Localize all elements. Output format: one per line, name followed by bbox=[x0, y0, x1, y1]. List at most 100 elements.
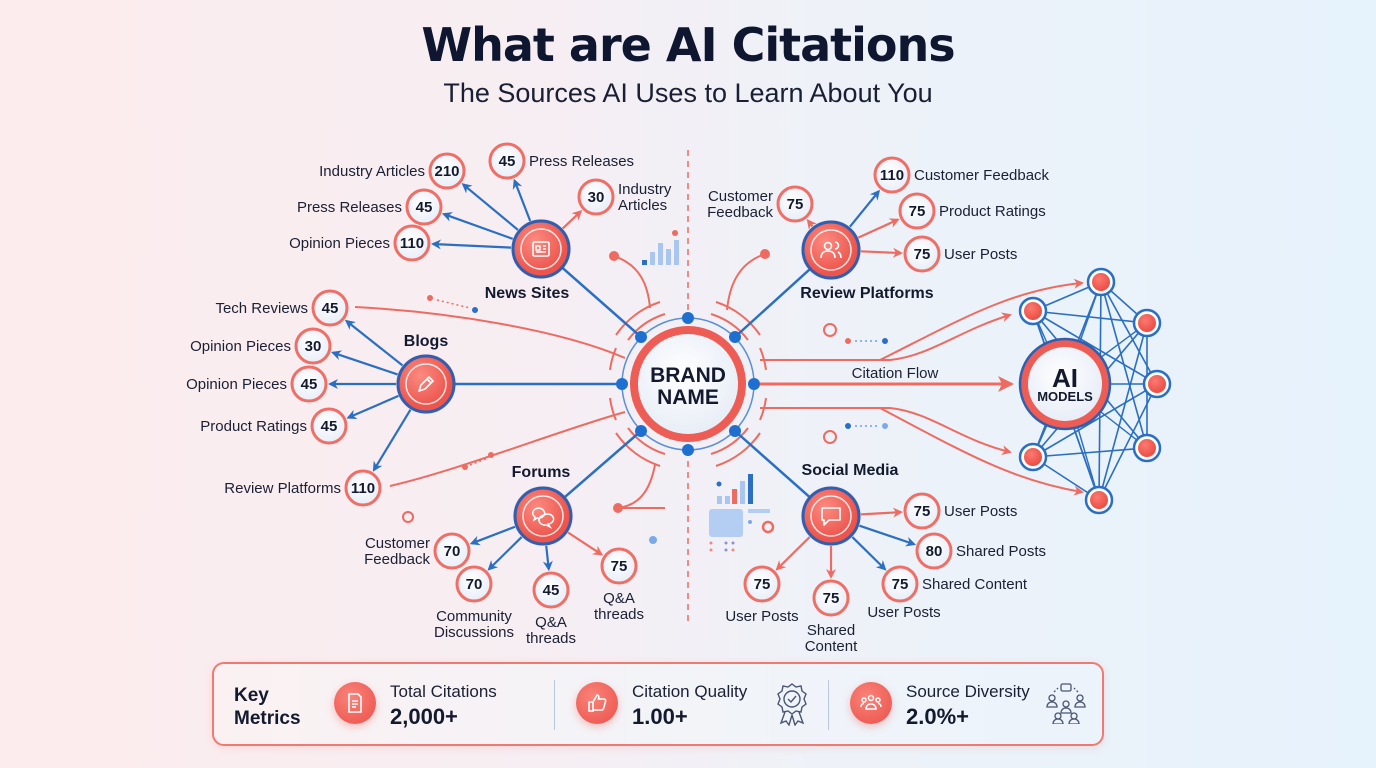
key-metrics-heading: Key Metrics bbox=[234, 684, 324, 730]
source-value: 45 bbox=[301, 376, 318, 393]
source-value: 75 bbox=[754, 576, 771, 593]
network-edge bbox=[1032, 310, 1158, 385]
source-arrow bbox=[860, 247, 904, 258]
hub-blogs[interactable]: Blogs bbox=[396, 333, 456, 414]
source-label: User Posts bbox=[725, 608, 798, 625]
source-label: Shared Content bbox=[922, 576, 1028, 593]
hub-news-sites[interactable]: News Sites bbox=[485, 219, 571, 302]
hub-forums[interactable]: Forums bbox=[512, 464, 573, 546]
brand-node[interactable]: BRAND NAME bbox=[630, 326, 746, 442]
source-value: 110 bbox=[400, 235, 424, 252]
network-node-core bbox=[1138, 439, 1156, 457]
speech-bubble-icon bbox=[821, 507, 841, 526]
brand-ring-nodes bbox=[616, 312, 760, 456]
users-icon bbox=[820, 241, 842, 259]
source-value: 110 bbox=[351, 480, 375, 497]
source-value: 75 bbox=[909, 203, 926, 220]
metric-value: 2.0%+ bbox=[906, 704, 969, 729]
network-node-core bbox=[1148, 375, 1166, 393]
key-metrics-panel: Key Metrics Total Citations 2,000+ Citat… bbox=[212, 662, 1104, 746]
source-label-line2: threads bbox=[526, 630, 576, 647]
source-label: Tech Reviews bbox=[215, 300, 308, 317]
source-label-line2: Content bbox=[805, 638, 858, 655]
source-label: Customer bbox=[365, 535, 430, 552]
source-label-line2: Feedback bbox=[364, 551, 430, 568]
source-value: 45 bbox=[321, 418, 338, 435]
source-label-line2: Articles bbox=[618, 197, 667, 214]
value-circle bbox=[433, 532, 471, 570]
metric-value: 2,000+ bbox=[390, 704, 458, 729]
source-value: 75 bbox=[787, 196, 804, 213]
source-arrow bbox=[775, 536, 811, 571]
value-circle bbox=[311, 289, 349, 327]
metric-divider bbox=[828, 680, 829, 730]
source-arrow bbox=[441, 212, 514, 240]
source-arrow bbox=[562, 210, 583, 230]
pencil-icon bbox=[418, 376, 434, 392]
decor-bar-chart-icon bbox=[642, 240, 679, 265]
source-label: Community bbox=[436, 608, 512, 625]
citation-flow-label: Citation Flow bbox=[852, 365, 939, 382]
source-label: Industry Articles bbox=[319, 163, 425, 180]
decor-dotted-links bbox=[427, 295, 888, 470]
metric-citation-quality: Citation Quality 1.00+ bbox=[576, 664, 826, 744]
ai-models-line2: MODELS bbox=[1037, 389, 1093, 404]
document-icon bbox=[334, 682, 376, 724]
hub-inner-ring bbox=[522, 495, 564, 537]
source-value: 45 bbox=[416, 199, 433, 216]
value-circle bbox=[455, 565, 493, 603]
source-value: 75 bbox=[611, 558, 628, 575]
hub-inner-ring bbox=[520, 228, 562, 270]
hub-social-media[interactable]: Social Media bbox=[801, 462, 899, 546]
source-item[interactable]: 110 Review Platforms bbox=[224, 409, 412, 507]
source-value: 30 bbox=[305, 338, 322, 355]
metric-source-diversity: Source Diversity 2.0%+ bbox=[850, 664, 1090, 744]
source-arrow bbox=[372, 409, 412, 472]
decor-ring bbox=[761, 520, 775, 534]
value-circle bbox=[873, 156, 911, 194]
value-circle bbox=[881, 565, 919, 603]
value-circle bbox=[600, 547, 638, 585]
source-value: 45 bbox=[543, 582, 560, 599]
source-arrow bbox=[461, 183, 519, 231]
ai-models-line1: AI bbox=[1052, 363, 1078, 393]
network-edge bbox=[1100, 281, 1148, 449]
value-circle bbox=[532, 571, 570, 609]
network-edge bbox=[1098, 322, 1148, 501]
source-label: Review Platforms bbox=[224, 480, 341, 497]
citation-flow-arrows bbox=[760, 278, 1084, 496]
source-label: Customer Feedback bbox=[914, 167, 1050, 184]
network-node-core bbox=[1092, 273, 1110, 291]
source-label: User Posts bbox=[944, 503, 1017, 520]
source-label: Q&A bbox=[535, 614, 567, 631]
hub-label: Review Platforms bbox=[800, 285, 933, 302]
source-arrow bbox=[346, 394, 399, 420]
chat-bubbles-icon bbox=[531, 507, 555, 529]
hub-review-platforms[interactable]: Review Platforms bbox=[800, 220, 934, 302]
metric-label: Source Diversity bbox=[906, 682, 1030, 701]
